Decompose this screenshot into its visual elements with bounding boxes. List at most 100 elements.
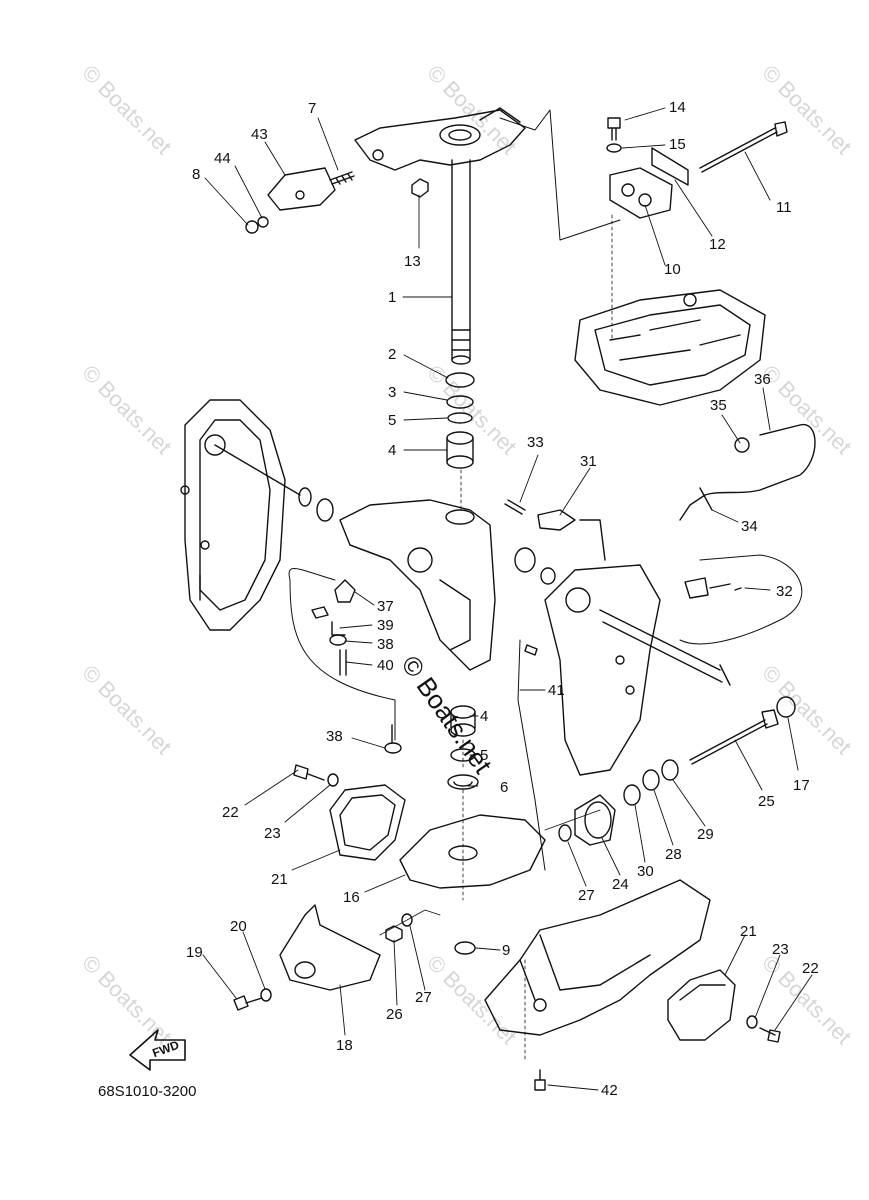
- callout-10: 10: [664, 261, 681, 278]
- callout-32: 32: [776, 583, 793, 600]
- washer-28: [642, 769, 660, 791]
- callout-35: 35: [710, 397, 727, 414]
- bolt-22b: [759, 1027, 781, 1043]
- callout-11: 11: [776, 199, 792, 216]
- washer-27b: [401, 913, 413, 927]
- nipple-39: [331, 621, 346, 636]
- steering-bracket: [354, 107, 526, 171]
- bushing-6: [447, 774, 479, 790]
- leader-lines: [202, 107, 813, 1091]
- callout-39: 39: [377, 617, 394, 634]
- callout-26: 26: [386, 1006, 403, 1023]
- bolt-11: [699, 121, 788, 173]
- callout-19: 19: [186, 944, 203, 961]
- callout-33: 33: [527, 434, 544, 451]
- bushing-4: [446, 431, 474, 469]
- bolt-25: [689, 709, 779, 765]
- reference-line: [499, 109, 621, 241]
- washer-23a: [327, 773, 339, 787]
- callout-37: 37: [377, 598, 394, 615]
- washer-20: [260, 988, 272, 1002]
- oring-5: [447, 412, 473, 424]
- bolt-19: [233, 995, 263, 1011]
- clamp-10: [609, 167, 673, 219]
- callout-20: 20: [230, 918, 247, 935]
- washer-30: [623, 784, 641, 806]
- callout-30: 30: [637, 863, 654, 880]
- sensor-31: [537, 509, 606, 561]
- washer-29: [661, 759, 679, 781]
- nut-13: [411, 178, 429, 198]
- bolt-33: [504, 499, 526, 515]
- lower-bushing-4: [450, 705, 476, 737]
- part-code: 68S1010-3200: [98, 1083, 197, 1100]
- mount-cover-21a: [329, 784, 406, 861]
- callout-21b: 21: [740, 923, 757, 940]
- clip-35: [734, 437, 750, 453]
- callout-14: 14: [669, 99, 686, 116]
- clip-9: [454, 941, 476, 955]
- pipe-40: [339, 649, 347, 676]
- collar-2: [445, 372, 475, 388]
- callout-29: 29: [697, 826, 714, 843]
- callout-5: 5: [388, 412, 397, 429]
- rubber-mount-24: [574, 794, 616, 846]
- callout-15: 15: [669, 136, 686, 153]
- hose-34: [679, 487, 713, 521]
- washer-23b: [746, 1015, 758, 1029]
- bolt-22a: [293, 764, 325, 781]
- clamp-37: [334, 579, 356, 603]
- callout-40: 40: [377, 657, 394, 674]
- callout-21: 21: [271, 871, 288, 888]
- bolt-7: [329, 171, 355, 185]
- clamp-bracket-right: [544, 564, 731, 776]
- bushing-right: [514, 547, 536, 573]
- washer-15: [606, 143, 622, 153]
- washer-44: [257, 216, 269, 228]
- callout-18: 18: [336, 1037, 353, 1054]
- bolt-14: [607, 117, 621, 141]
- lower-cover-18: [279, 904, 381, 991]
- callout-4b: 4: [480, 708, 489, 725]
- washer-right: [540, 567, 556, 585]
- connector-32: [684, 577, 742, 599]
- steering-shaft: [451, 159, 471, 365]
- callout-42: 42: [601, 1082, 618, 1099]
- callout-25: 25: [758, 793, 775, 810]
- callout-23: 23: [264, 825, 281, 842]
- callout-5b: 5: [480, 747, 489, 764]
- callout-1: 1: [388, 289, 397, 306]
- bushing-17: [776, 696, 796, 718]
- callout-44: 44: [214, 150, 231, 167]
- bushing-3: [446, 395, 474, 409]
- callout-43: 43: [251, 126, 268, 143]
- washer-27a: [558, 824, 572, 842]
- callout-28: 28: [665, 846, 682, 863]
- fitting-41: [524, 644, 538, 656]
- fwd-arrow-icon: [129, 1029, 186, 1071]
- bracket-43: [267, 167, 336, 211]
- callout-27b: 27: [415, 989, 432, 1006]
- callout-12: 12: [709, 236, 726, 253]
- callout-16: 16: [343, 889, 360, 906]
- callout-9: 9: [502, 942, 511, 959]
- callout-6: 6: [500, 779, 509, 796]
- callout-17: 17: [793, 777, 810, 794]
- plate-12: [651, 147, 689, 186]
- callout-22b: 22: [802, 960, 819, 977]
- nut-26: [385, 925, 403, 943]
- callout-36: 36: [754, 371, 771, 388]
- callout-27: 27: [578, 887, 595, 904]
- callout-8: 8: [192, 166, 201, 183]
- upper-mount-housing: [574, 289, 766, 406]
- callout-24: 24: [612, 876, 629, 893]
- callout-23b: 23: [772, 941, 789, 958]
- hose-loop: [288, 567, 396, 741]
- clip-38a: [329, 634, 347, 646]
- swivel-bracket: [339, 499, 496, 671]
- callout-3: 3: [388, 384, 397, 401]
- callout-2: 2: [388, 346, 397, 363]
- mount-cover-21b: [667, 969, 736, 1041]
- nut-8: [245, 220, 259, 234]
